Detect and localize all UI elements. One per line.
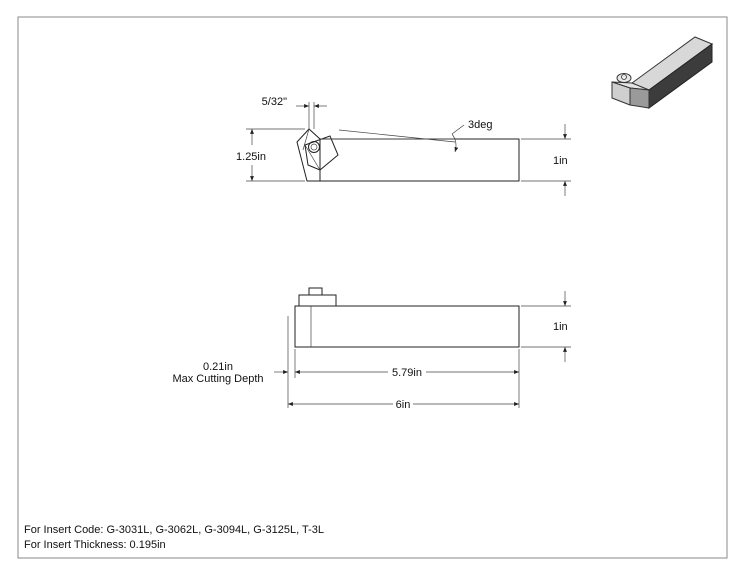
side-view: 1in 0.21in Max Cutting Depth 5.79in 6in: [172, 287, 571, 411]
side-view-shank: [294, 305, 520, 348]
top-view-shank: [319, 138, 520, 182]
top-view-head: [296, 128, 321, 182]
angle-label: 3deg: [468, 119, 492, 131]
insert-screw: [308, 141, 320, 153]
top-view-insert: [304, 135, 339, 171]
cut-depth-label: 0.21in: [203, 361, 233, 373]
side-view-screw: [308, 287, 323, 296]
inner-length-label: 5.79in: [392, 367, 422, 379]
drawing-border: [17, 16, 728, 559]
insert-thickness-note: For Insert Thickness: 0.195in: [24, 539, 166, 551]
top-view: 5/32" 1.25in 3deg 1in: [236, 96, 571, 196]
cut-depth-caption: Max Cutting Depth: [172, 373, 263, 385]
side-view-clamp: [298, 294, 337, 307]
top-width-label: 5/32": [262, 96, 287, 108]
side-shank-label: 1in: [553, 321, 568, 333]
total-length-label: 6in: [396, 399, 411, 411]
isometric-thumbnail: [611, 36, 714, 109]
top-shank-label: 1in: [553, 155, 568, 167]
top-height-label: 1.25in: [236, 151, 266, 163]
insert-code-note: For Insert Code: G-3031L, G-3062L, G-309…: [24, 524, 325, 536]
